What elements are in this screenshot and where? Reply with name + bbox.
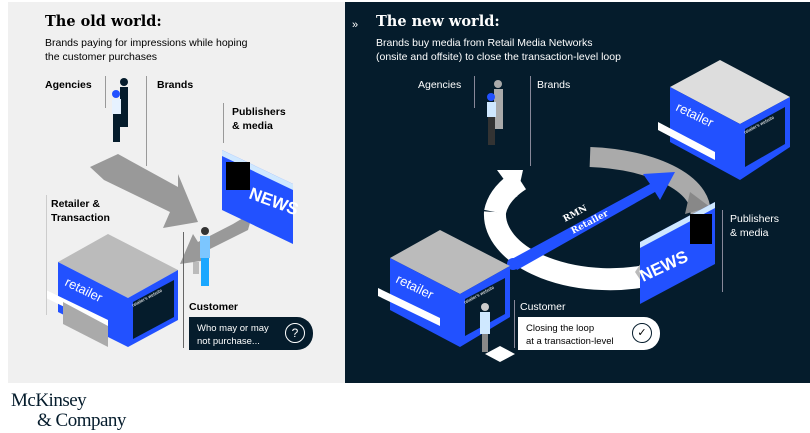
label-line: Publishers — [730, 213, 780, 225]
mckinsey-logo-line2: & Company — [37, 410, 126, 431]
agencies-label: Agencies — [418, 79, 462, 91]
box-line: not purchase... — [197, 336, 260, 347]
retailer-transaction-label: Retailer & Transaction — [51, 197, 110, 225]
divider — [514, 300, 515, 348]
subtitle-line: (onsite and offsite) to close the transa… — [376, 51, 621, 63]
box-line: Closing the loop — [526, 323, 595, 334]
label-line: & media — [730, 227, 769, 239]
divider — [105, 76, 106, 108]
customer-label: Customer — [520, 301, 566, 313]
label-line: & media — [232, 120, 273, 132]
customer-figure — [193, 227, 210, 286]
subtitle-line: Brands buy media from Retail Media Netwo… — [376, 37, 593, 49]
label-line: Publishers — [232, 106, 286, 118]
new-world-title: The new world: — [376, 13, 500, 30]
agency-brand-people — [112, 78, 128, 142]
new-world-panel: RMN Retailer retailer retailer's website… — [345, 2, 810, 383]
flow-arrow — [90, 154, 198, 228]
loop-arrow — [483, 211, 658, 291]
agency-brand-people — [487, 80, 503, 145]
brands-label: Brands — [157, 79, 194, 91]
divider — [474, 76, 475, 108]
customer-outcome-box: Closing the loop at a transaction-level … — [518, 317, 660, 350]
label-line: Transaction — [51, 212, 110, 224]
brands-label: Brands — [537, 79, 571, 91]
retailer-store: retailer retailer's website — [46, 234, 178, 347]
check-circle-icon: ✓ — [632, 323, 652, 343]
old-world-subtitle: Brands paying for impressions while hopi… — [45, 36, 248, 64]
flow-arrow — [180, 212, 253, 264]
subtitle-line: the customer purchases — [45, 51, 158, 63]
retailer-store: retailer retailer's website — [658, 60, 790, 180]
customer-outcome-box: Who may or may not purchase... ? — [189, 317, 313, 350]
chevrons-right-icon: » — [352, 19, 359, 31]
divider — [46, 195, 47, 315]
customer-figure — [480, 303, 515, 362]
divider — [223, 103, 224, 143]
old-world-title: The old world: — [45, 13, 162, 30]
subtitle-line: Brands paying for impressions while hopi… — [45, 37, 248, 49]
rmn-retailer-arrow — [510, 172, 675, 270]
agencies-label: Agencies — [45, 79, 92, 91]
box-line: at a transaction-level — [526, 336, 614, 347]
news-screen: NEWS — [637, 202, 715, 304]
old-world-illustration: NEWS retailer retailer's website — [46, 78, 301, 347]
new-world-subtitle: Brands buy media from Retail Media Netwo… — [376, 36, 621, 64]
label-line: Retailer & — [51, 198, 101, 210]
loop-arrow — [497, 170, 523, 197]
divider — [146, 76, 147, 166]
customer-label: Customer — [189, 301, 239, 313]
old-world-panel: NEWS retailer retailer's website The old… — [8, 2, 345, 383]
divider — [183, 232, 184, 348]
publishers-label: Publishers & media — [730, 212, 779, 240]
question-circle-icon: ? — [285, 323, 305, 343]
publishers-label: Publishers & media — [232, 105, 286, 133]
new-world-illustration: RMN Retailer retailer retailer's website… — [378, 60, 790, 362]
divider — [722, 210, 723, 292]
box-line: Who may or may — [197, 323, 269, 334]
divider — [530, 76, 531, 166]
retailer-store: retailer retailer's website — [378, 230, 510, 347]
mckinsey-logo-line1: McKinsey — [11, 390, 87, 411]
news-screen: NEWS — [222, 150, 301, 244]
